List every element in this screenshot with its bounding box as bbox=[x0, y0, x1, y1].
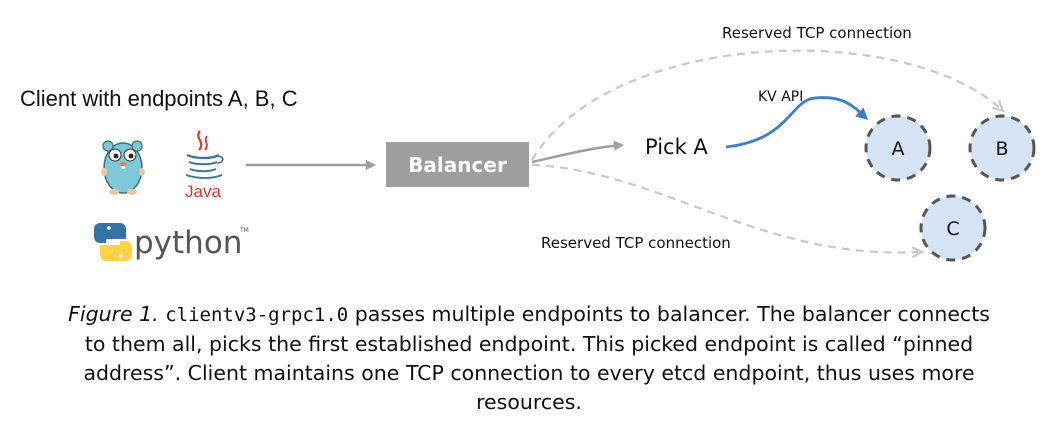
caption-line-3: address”. Client maintains one TCP conne… bbox=[83, 361, 975, 385]
reserved-label-bottom: Reserved TCP connection bbox=[541, 234, 731, 252]
endpoint-a-label: A bbox=[892, 138, 905, 160]
caption-line-2: to them all, picks the first established… bbox=[84, 332, 974, 356]
caption-line-4: resources. bbox=[476, 390, 582, 414]
endpoint-c-label: C bbox=[946, 218, 959, 240]
endpoint-b-label: B bbox=[995, 138, 1008, 160]
architecture-diagram: Client with endpoints A, B, C Java pyth bbox=[20, 24, 1036, 262]
caption-line-1: Figure 1. clientv3-grpc1.0 passes multip… bbox=[20, 300, 1038, 330]
kv-api-connection bbox=[725, 96, 869, 149]
reserved-label-top: Reserved TCP connection bbox=[722, 24, 912, 42]
endpoint-a: A bbox=[864, 114, 932, 182]
reserved-connection-to-b bbox=[531, 49, 1000, 161]
client-title: Client with endpoints A, B, C bbox=[20, 86, 298, 111]
endpoint-c: C bbox=[919, 194, 987, 262]
caption-code: clientv3-grpc1.0 bbox=[165, 304, 349, 326]
gopher-icon bbox=[101, 140, 145, 195]
balancer-box: Balancer bbox=[386, 142, 529, 187]
caption-lead: Figure 1. bbox=[68, 302, 159, 326]
pick-label: Pick A bbox=[645, 135, 708, 159]
caption-line-1-rest: passes multiple endpoints to balancer. T… bbox=[348, 302, 990, 326]
python-label: python bbox=[134, 225, 242, 261]
python-tm: TM bbox=[239, 227, 249, 234]
java-icon: Java bbox=[185, 130, 224, 201]
reserved-connection-to-c bbox=[531, 163, 918, 253]
java-label: Java bbox=[185, 182, 221, 201]
balancer-label: Balancer bbox=[408, 153, 507, 177]
endpoint-b: B bbox=[968, 114, 1036, 182]
kv-api-label: KV API bbox=[758, 89, 803, 105]
python-logo-icon bbox=[94, 223, 132, 261]
balancer-to-pick-arrow bbox=[531, 140, 624, 164]
figure-caption: Figure 1. clientv3-grpc1.0 passes multip… bbox=[20, 300, 1038, 417]
